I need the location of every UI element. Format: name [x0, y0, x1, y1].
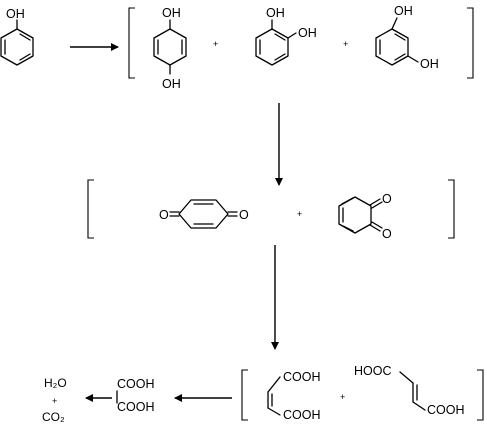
water-label: H₂O — [44, 376, 67, 390]
catechol-side-hydroxyl-label: OH — [298, 26, 317, 40]
fumaric-acid-bottom-carboxyl-label: COOH — [427, 403, 465, 417]
maleic-acid-structure: COOH COOH — [267, 370, 321, 422]
p-benzoquinone-structure: O O — [159, 199, 249, 229]
bracket-left-row3 — [241, 369, 248, 421]
bracket-left-row1 — [128, 7, 135, 79]
fumaric-acid-structure: HOOC COOH — [354, 364, 465, 417]
oxalic-acid-structure: COOH COOH — [116, 377, 155, 414]
p-benzoquinone-right-oxygen-label: O — [239, 208, 249, 222]
o-benzoquinone-bottom-oxygen-label: O — [382, 227, 392, 241]
fumaric-acid-top-carboxyl-label: HOOC — [354, 364, 392, 378]
carbon-dioxide-label: CO₂ — [42, 410, 65, 424]
p-benzoquinone-left-oxygen-label: O — [159, 208, 169, 222]
plus-sign-row1-a: + — [213, 39, 218, 49]
resorcinol-bottom-hydroxyl-label: OH — [420, 57, 439, 71]
hydroquinone-structure: OH OH — [153, 6, 187, 91]
o-benzoquinone-structure: O O — [338, 192, 392, 241]
bracket-right-row3 — [477, 369, 484, 421]
resorcinol-structure: OH OH — [375, 4, 439, 71]
catechol-top-hydroxyl-label: OH — [266, 6, 285, 20]
phenol-structure: OH — [0, 7, 34, 66]
plus-sign-end-products: + — [52, 396, 57, 406]
plus-sign-row2: + — [297, 209, 302, 219]
catechol-structure: OH OH — [255, 6, 317, 66]
oxalic-acid-top-carboxyl-label: COOH — [117, 377, 155, 391]
o-benzoquinone-top-oxygen-label: O — [382, 192, 392, 206]
resorcinol-top-hydroxyl-label: OH — [394, 4, 413, 18]
phenol-hydroxyl-label: OH — [6, 7, 25, 21]
plus-sign-row3: + — [340, 392, 345, 402]
bracket-right-row1 — [467, 7, 474, 79]
maleic-acid-top-carboxyl-label: COOH — [283, 370, 321, 384]
hydroquinone-bottom-hydroxyl-label: OH — [162, 77, 181, 91]
bracket-right-row2 — [448, 179, 455, 239]
hydroquinone-top-hydroxyl-label: OH — [162, 6, 181, 20]
maleic-acid-bottom-carboxyl-label: COOH — [283, 408, 321, 422]
oxalic-acid-bottom-carboxyl-label: COOH — [117, 400, 155, 414]
plus-sign-row1-b: + — [343, 39, 348, 49]
bracket-left-row2 — [87, 179, 94, 239]
